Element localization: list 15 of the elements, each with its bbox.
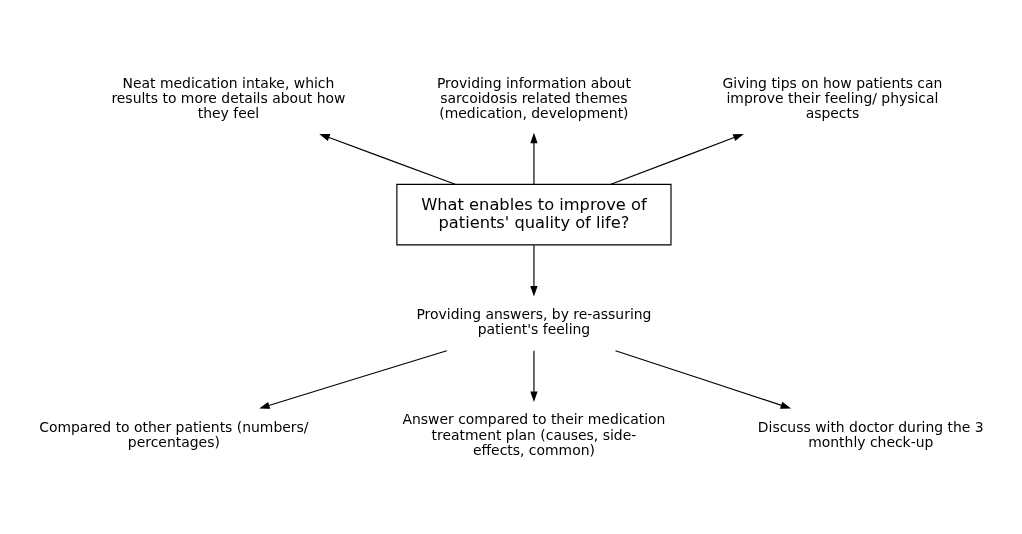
node-text: Discuss with doctor during the 3 monthly check-up (757, 418, 984, 450)
node-text: Providing answers, by re-assuring patient's feeling (416, 305, 652, 337)
arrow (259, 349, 448, 409)
arrow (614, 349, 792, 409)
arrow (610, 133, 744, 185)
arrow (530, 132, 538, 185)
node-text: Giving tips on how patients can improve their feeling/ physical aspects (722, 74, 943, 121)
node-text: Compared to other patients (numbers/ percentages) (39, 418, 309, 450)
node-text: Providing information about sarcoidosis related themes (medication, development) (436, 74, 631, 121)
node-text: Neat medication intake, which results to more details about how they feel (111, 74, 346, 121)
arrow (530, 349, 538, 402)
node-text: Answer compared to their medication treatment plan (causes, side-effects, common) (402, 410, 666, 458)
arrow (319, 133, 456, 185)
arrow (530, 244, 538, 296)
node-box: What enables to improve of patients' quality of life? (396, 183, 672, 245)
